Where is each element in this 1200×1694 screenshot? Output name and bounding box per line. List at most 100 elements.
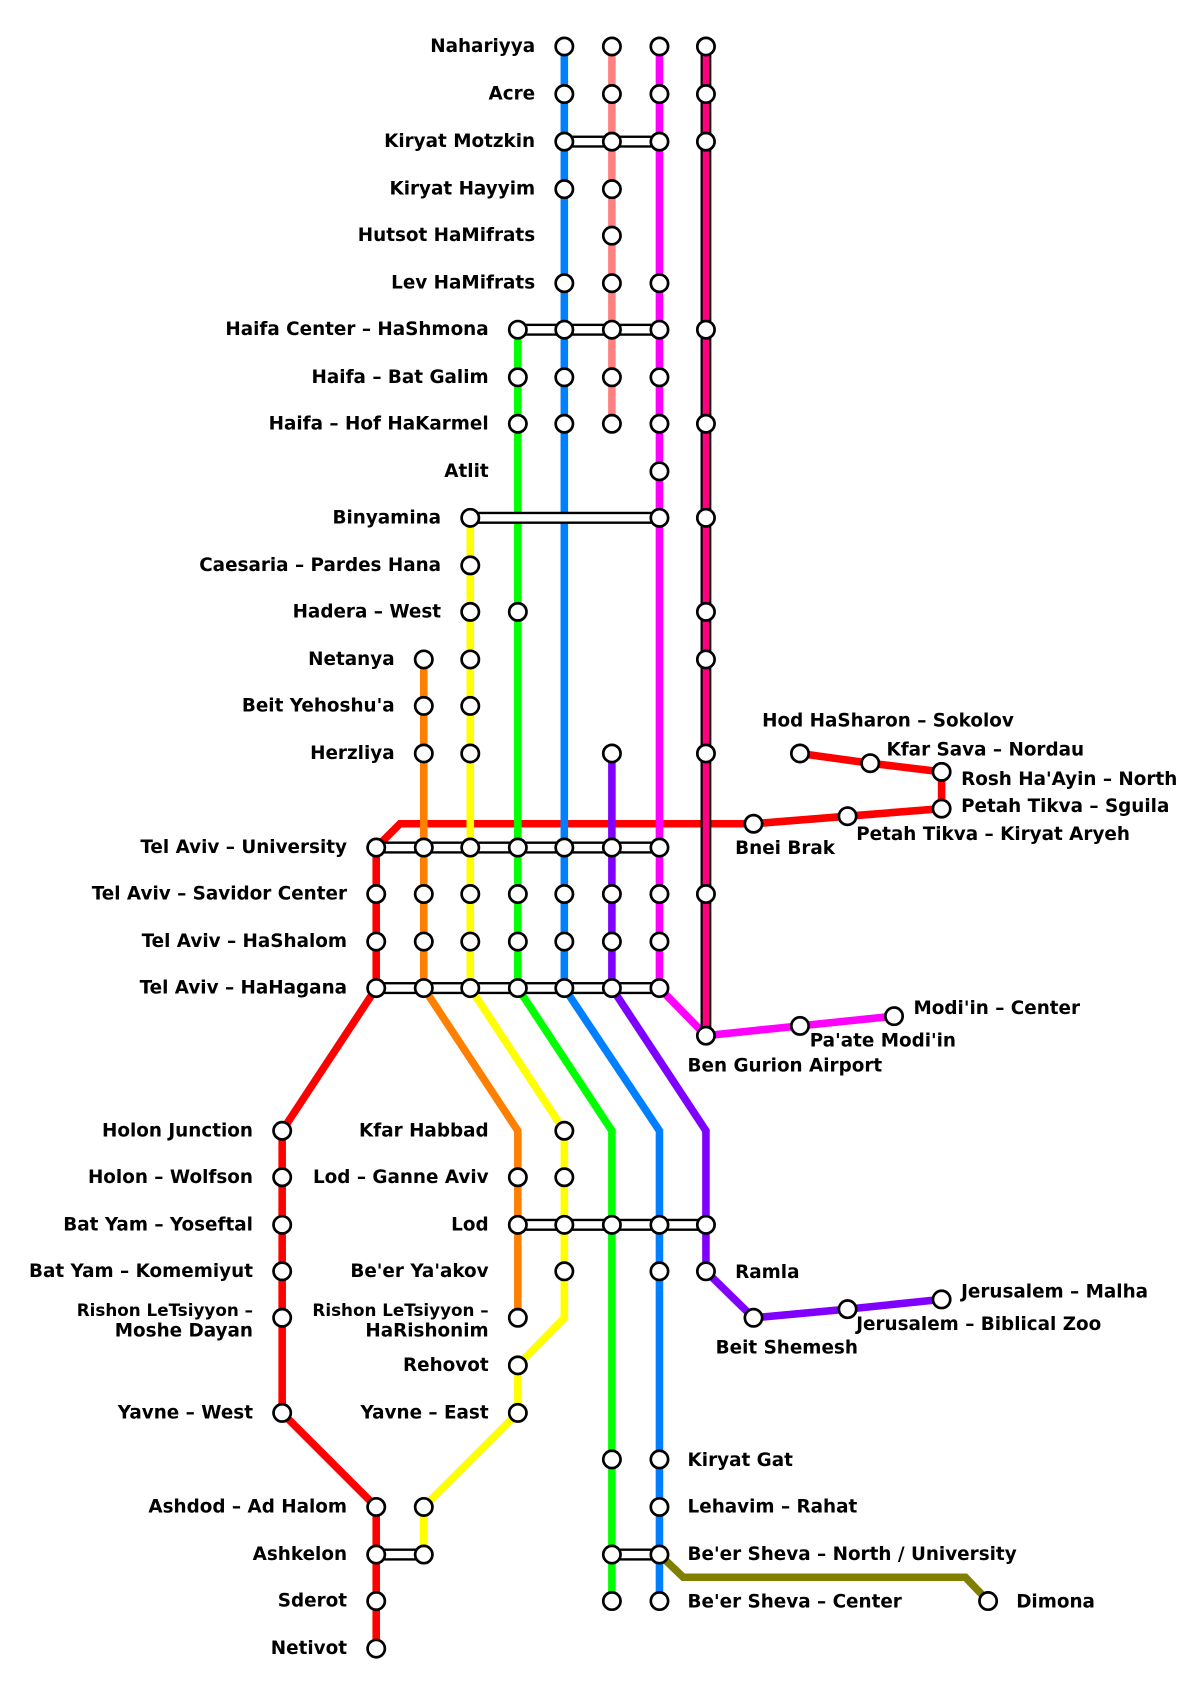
station-marker[interactable]: Haifa Center – HaShmona xyxy=(554,319,575,340)
station-marker[interactable]: Nahariyya xyxy=(601,36,622,57)
station-marker[interactable]: Petah Tikva – Sguila xyxy=(931,798,952,819)
station-marker[interactable]: Lod – Ganne Aviv xyxy=(507,1167,528,1188)
station-marker[interactable]: Tel Aviv – University xyxy=(460,837,481,858)
station-marker[interactable]: Pa'ate Modi'in xyxy=(789,1015,810,1036)
station-marker[interactable]: Lod xyxy=(507,1214,528,1235)
station-marker[interactable]: Haifa Center – HaShmona xyxy=(695,319,716,340)
station-marker[interactable]: Petah Tikva – Kiryat Aryeh xyxy=(837,806,858,827)
station-marker[interactable]: Ashkelon xyxy=(413,1544,434,1565)
station-marker[interactable]: Haifa – Bat Galim xyxy=(601,367,622,388)
station-marker[interactable]: Jerusalem – Biblical Zoo xyxy=(837,1299,858,1320)
station-marker[interactable]: Tel Aviv – University xyxy=(507,837,528,858)
station-marker[interactable]: Herzliya xyxy=(413,743,434,764)
station-marker[interactable]: Lev HaMifrats xyxy=(601,273,622,294)
station-marker[interactable]: Be'er Ya'akov xyxy=(554,1261,575,1282)
station-marker[interactable]: Tel Aviv – University xyxy=(554,837,575,858)
station-marker[interactable]: Tel Aviv – Savidor Center xyxy=(413,884,434,905)
station-marker[interactable]: Bat Yam – Komemiyut xyxy=(272,1261,293,1282)
station-marker[interactable]: Tel Aviv – Savidor Center xyxy=(460,884,481,905)
station-marker[interactable]: Tel Aviv – HaHagana xyxy=(460,978,481,999)
station-marker[interactable]: Tel Aviv – HaHagana xyxy=(649,978,670,999)
station-marker[interactable]: Tel Aviv – Savidor Center xyxy=(554,884,575,905)
station-marker[interactable]: Lev HaMifrats xyxy=(554,273,575,294)
station-marker[interactable]: Netanya xyxy=(413,649,434,670)
station-marker[interactable]: Hadera – West xyxy=(460,601,481,622)
station-marker[interactable]: Nahariyya xyxy=(649,36,670,57)
station-marker[interactable]: Kiryat Motzkin xyxy=(554,131,575,152)
station-marker[interactable]: Be'er Sheva – North / University xyxy=(649,1544,670,1565)
line-yellow[interactable] xyxy=(420,517,569,1555)
station-marker[interactable]: Tel Aviv – Savidor Center xyxy=(366,884,387,905)
station-marker[interactable]: Tel Aviv – HaShalom xyxy=(413,931,434,952)
station-marker[interactable]: Be'er Sheva – North / University xyxy=(601,1544,622,1565)
station-marker[interactable]: Ben Gurion Airport xyxy=(695,1025,716,1046)
station-marker[interactable]: Haifa – Hof HaKarmel xyxy=(507,413,528,434)
station-marker[interactable]: Tel Aviv – HaHagana xyxy=(413,978,434,999)
station-marker[interactable]: Tel Aviv – HaShalom xyxy=(649,931,670,952)
station-marker[interactable]: Tel Aviv – Savidor Center xyxy=(695,884,716,905)
station-marker[interactable]: Tel Aviv – University xyxy=(649,837,670,858)
station-marker[interactable]: Acre xyxy=(695,84,716,105)
station-marker[interactable]: Tel Aviv – HaHagana xyxy=(366,978,387,999)
station-marker[interactable]: Sderot xyxy=(366,1591,387,1612)
station-marker[interactable]: Haifa – Hof HaKarmel xyxy=(649,413,670,434)
station-marker[interactable]: Kiryat Motzkin xyxy=(649,131,670,152)
station-marker[interactable]: Kiryat Hayyim xyxy=(601,179,622,200)
station-marker[interactable]: Beit Shemesh xyxy=(743,1307,764,1328)
line-green[interactable] xyxy=(514,329,616,1602)
station-marker[interactable]: Kfar Sava – Nordau xyxy=(860,753,881,774)
station-marker[interactable]: Haifa – Bat Galim xyxy=(649,367,670,388)
station-marker[interactable]: Ramla xyxy=(695,1261,716,1282)
station-marker[interactable]: Beit Yehoshu'a xyxy=(460,695,481,716)
station-marker[interactable]: Atlit xyxy=(649,461,670,482)
station-marker[interactable]: Herzliya xyxy=(695,743,716,764)
station-marker[interactable]: Haifa – Bat Galim xyxy=(507,367,528,388)
station-marker[interactable]: Tel Aviv – HaHagana xyxy=(554,978,575,999)
station-marker[interactable]: Rehovot xyxy=(507,1355,528,1376)
station-marker[interactable]: Rosh Ha'Ayin – North xyxy=(931,761,952,782)
station-marker[interactable]: Haifa Center – HaShmona xyxy=(507,319,528,340)
station-marker[interactable]: Binyamina xyxy=(460,507,481,528)
station-marker[interactable]: Hadera – West xyxy=(507,601,528,622)
station-marker[interactable]: Tel Aviv – University xyxy=(413,837,434,858)
station-marker[interactable]: Kfar Habbad xyxy=(554,1120,575,1141)
station-marker[interactable]: Haifa – Hof HaKarmel xyxy=(695,413,716,434)
station-marker[interactable]: Haifa Center – HaShmona xyxy=(649,319,670,340)
station-marker[interactable]: Holon – Wolfson xyxy=(272,1167,293,1188)
station-marker[interactable]: Tel Aviv – HaShalom xyxy=(366,931,387,952)
station-marker[interactable]: Lod xyxy=(695,1214,716,1235)
station-marker[interactable]: Dimona xyxy=(978,1591,999,1612)
station-marker[interactable]: Tel Aviv – HaShalom xyxy=(554,931,575,952)
station-marker[interactable]: Ashdod – Ad Halom xyxy=(366,1496,387,1517)
station-marker[interactable]: Hadera – West xyxy=(695,601,716,622)
station-marker[interactable]: Yavne – West xyxy=(272,1402,293,1423)
station-marker[interactable]: Caesaria – Pardes Hana xyxy=(460,555,481,576)
station-marker[interactable]: Tel Aviv – HaShalom xyxy=(460,931,481,952)
station-marker[interactable]: Haifa – Hof HaKarmel xyxy=(601,413,622,434)
station-marker[interactable]: Bnei Brak xyxy=(743,813,764,834)
station-marker[interactable]: Tel Aviv – HaHagana xyxy=(507,978,528,999)
station-marker[interactable]: Hod HaSharon – Sokolov xyxy=(789,743,810,764)
station-marker[interactable]: Tel Aviv – HaShalom xyxy=(601,931,622,952)
station-marker[interactable]: Tel Aviv – University xyxy=(366,837,387,858)
station-marker[interactable]: Nahariyya xyxy=(554,36,575,57)
station-marker[interactable]: Lod xyxy=(601,1214,622,1235)
station-marker[interactable]: Haifa – Bat Galim xyxy=(554,367,575,388)
station-marker[interactable]: Be'er Sheva – Center xyxy=(649,1591,670,1612)
station-marker[interactable]: Kiryat Motzkin xyxy=(695,131,716,152)
station-marker[interactable]: Tel Aviv – Savidor Center xyxy=(649,884,670,905)
station-marker[interactable]: Acre xyxy=(649,84,670,105)
station-marker[interactable]: Bat Yam – Yoseftal xyxy=(272,1214,293,1235)
station-marker[interactable]: Nahariyya xyxy=(695,36,716,57)
station-marker[interactable]: Tel Aviv – HaHagana xyxy=(601,978,622,999)
station-marker[interactable]: Rishon LeTsiyyon – HaRishonim xyxy=(507,1307,528,1328)
station-marker[interactable]: Acre xyxy=(554,84,575,105)
station-marker[interactable]: Hutsot HaMifrats xyxy=(601,225,622,246)
station-marker[interactable]: Kiryat Hayyim xyxy=(554,179,575,200)
station-marker[interactable]: Lod xyxy=(554,1214,575,1235)
station-marker[interactable]: Modi'in – Center xyxy=(884,1006,905,1027)
station-marker[interactable]: Yavne – East xyxy=(507,1402,528,1423)
station-marker[interactable]: Ashkelon xyxy=(366,1544,387,1565)
station-marker[interactable]: Haifa – Hof HaKarmel xyxy=(554,413,575,434)
station-marker[interactable]: Tel Aviv – University xyxy=(601,837,622,858)
